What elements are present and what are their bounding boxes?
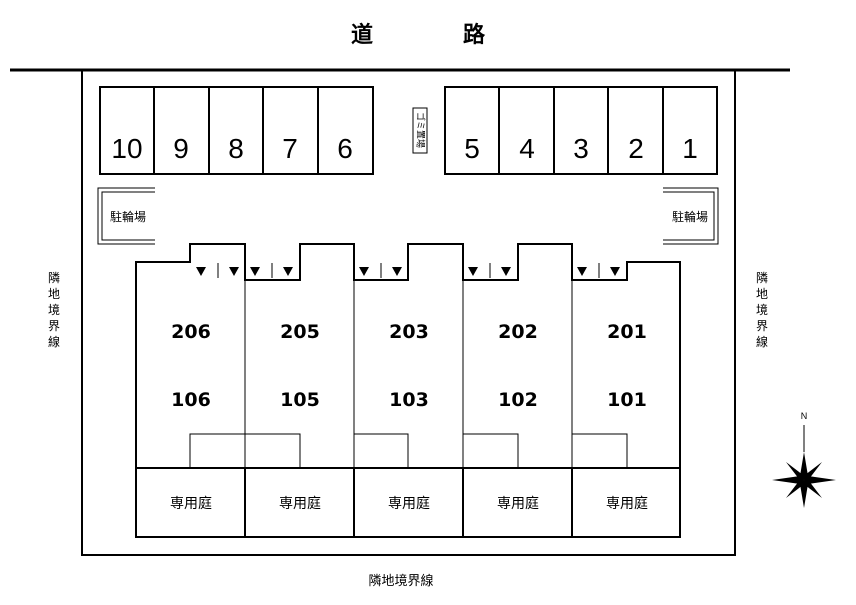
compass-point [772,476,804,484]
parking-space-number: 5 [464,133,480,164]
garden-row [135,467,681,538]
private-garden-label: 専用庭 [388,495,430,512]
parking-space-number: 3 [573,133,589,164]
boundary-label-char: 界 [48,319,60,333]
entrance-arrow-icon [283,267,293,276]
entrance-arrow-icon [610,267,620,276]
bike-parking-outer [663,187,719,245]
parking-space-number: 7 [282,133,298,164]
unit-number-upper: 203 [389,321,429,343]
entrance-arrow-icon [359,267,369,276]
road-label-char: 道 [351,22,373,48]
compass-point [804,476,836,484]
bike-parking-right: 駐輪場 [663,187,719,245]
private-garden-label: 専用庭 [279,495,321,512]
unit-number-upper: 202 [498,321,538,343]
unit-number-upper: 201 [607,321,647,343]
boundary-label-left: 隣 地 境 界 線 [48,270,60,349]
compass-point [786,480,804,498]
bike-parking-left: 駐輪場 [97,187,155,245]
entrance-marker [196,263,239,278]
unit-labels: 206 106 205 105 203 103 202 102 201 101 [171,321,647,411]
entrance-arrow-icon [577,267,587,276]
entrance-arrow-icon [501,267,511,276]
boundary-label-char: 界 [756,319,768,333]
boundary-label-char: 線 [48,334,60,349]
parking-space-number: 2 [628,133,644,164]
entrance-arrow-icon [229,267,239,276]
entrance-arrow-icon [468,267,478,276]
garbage-area-label: ゴミ置場 [415,112,427,148]
parking-block-right [444,86,718,175]
boundary-label-right: 隣 地 境 界 線 [756,270,768,349]
boundary-label-char: 線 [756,334,768,349]
unit-number-lower: 103 [389,389,429,411]
compass-north-label: N [801,411,808,421]
bike-parking-label: 駐輪場 [672,209,708,224]
parking-space-number: 8 [228,133,244,164]
private-garden-label: 専用庭 [170,495,212,512]
garbage-area: ゴミ置場 [412,107,428,154]
compass-point [804,480,822,498]
compass-point [800,452,808,480]
compass-icon: N [772,411,836,508]
boundary-label-char: 地 [756,287,768,301]
parking-space-number: 1 [682,133,698,164]
terrace-box [462,433,519,469]
bike-parking-inner [101,191,155,241]
parking-group-right: 5 4 3 2 1 [444,86,718,175]
compass-point [786,462,804,480]
terrace-box [353,433,409,469]
building-outline [135,243,681,468]
terrace-box [244,433,301,469]
entrance-arrow-icon [196,267,206,276]
unit-number-lower: 105 [280,389,320,411]
garbage-area-box [412,107,428,154]
unit-number-lower: 102 [498,389,538,411]
boundary-label-char: 地 [48,287,60,301]
boundary-label-char: 隣 [48,270,60,285]
bike-parking-outer [97,187,155,245]
entrance-markers [196,263,620,278]
entrance-arrow-icon [392,267,402,276]
parking-group-left: 10 9 8 7 6 [99,86,374,175]
terrace-boxes [189,433,628,469]
terrace-box [189,433,246,469]
parking-block-left [99,86,374,175]
unit-number-upper: 205 [280,321,320,343]
site-boundary [81,70,736,556]
terrace-box [571,433,628,469]
private-gardens: 専用庭 専用庭 専用庭 専用庭 専用庭 [135,467,681,538]
parking-space-number: 9 [173,133,189,164]
entrance-marker [577,263,620,278]
unit-number-lower: 106 [171,389,211,411]
entrance-arrow-icon [250,267,260,276]
road-label-char: 路 [463,22,486,48]
bike-parking-inner [663,191,715,241]
entrance-marker [468,263,511,278]
boundary-label-bottom: 隣地境界線 [368,573,433,589]
boundary-label-char: 境 [48,302,60,317]
compass-point [804,462,822,480]
private-garden-label: 専用庭 [497,495,539,512]
boundary-label-char: 境 [756,302,768,317]
private-garden-label: 専用庭 [606,495,648,512]
parking-space-number: 4 [519,133,535,164]
bike-parking-label: 駐輪場 [110,209,146,224]
unit-number-lower: 101 [607,389,647,411]
parking-space-number: 6 [337,133,353,164]
entrance-marker [250,263,293,278]
compass-point [800,480,808,508]
parking-space-number: 10 [111,133,142,164]
entrance-marker [359,263,402,278]
boundary-label-char: 隣 [756,270,768,285]
unit-number-upper: 206 [171,321,211,343]
